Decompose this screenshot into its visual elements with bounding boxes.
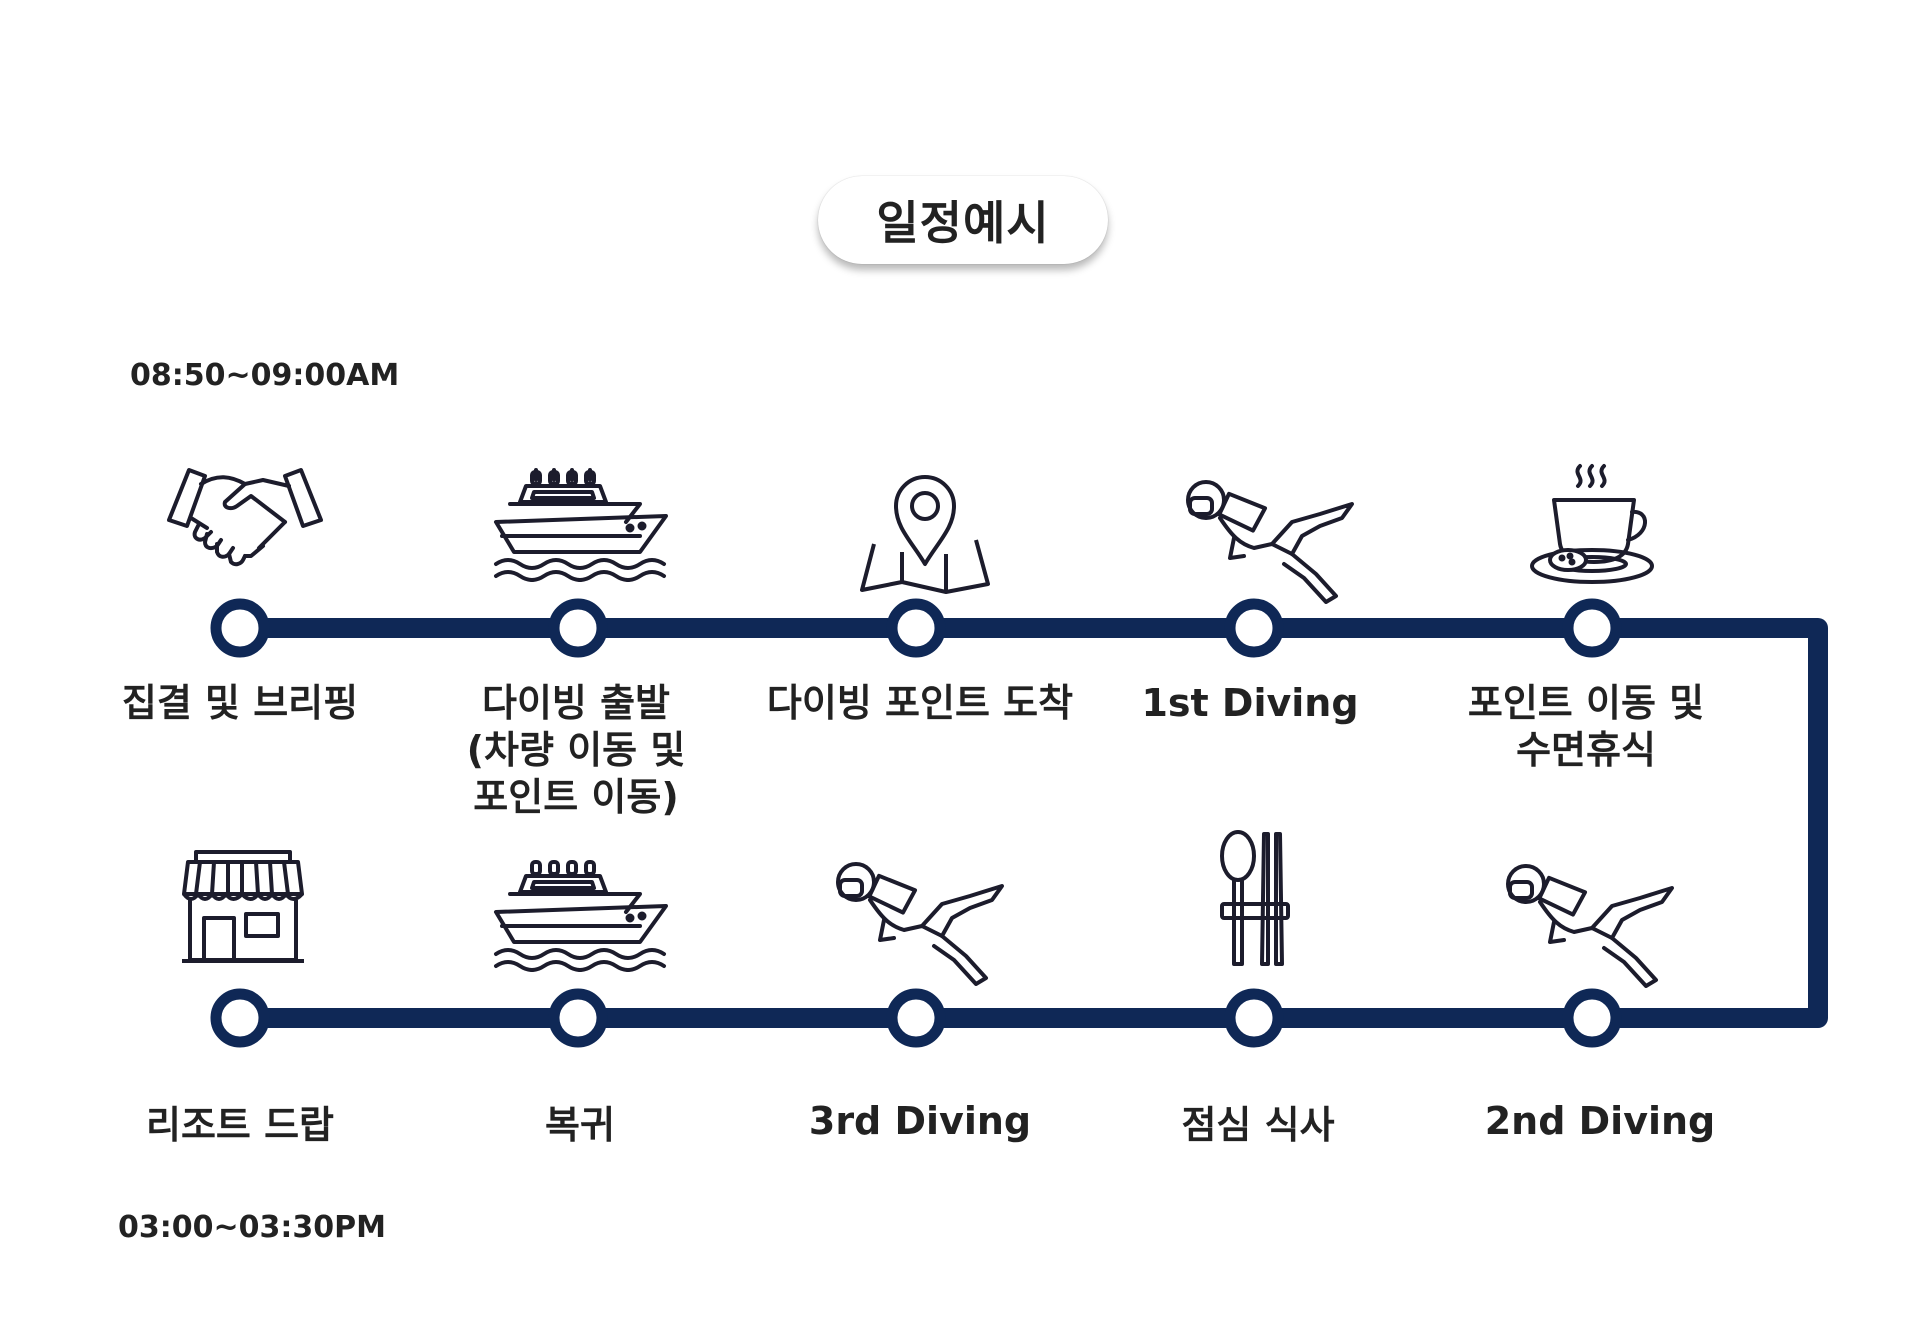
handshake-icon — [167, 468, 323, 567]
title-badge: 일정예시 — [818, 176, 1108, 264]
timeline-node-top-1 — [210, 598, 270, 658]
shop-icon — [182, 850, 304, 963]
end-time: 03:00~03:30PM — [118, 1210, 386, 1245]
timeline-node-bottom-1 — [210, 988, 270, 1048]
step-label-surface-rest: 포인트 이동 및 수면휴식 — [1467, 681, 1705, 772]
step-label-arrive-point: 다이빙 포인트 도착 — [766, 681, 1074, 725]
map-pin-icon — [860, 475, 990, 594]
boat-icon — [494, 468, 668, 582]
step-label-1st-diving: 1st Diving — [1141, 681, 1359, 725]
scuba-diver-icon — [1506, 864, 1674, 988]
step-label-gather-briefing: 집결 및 브리핑 — [121, 681, 359, 725]
timeline-node-bottom-5 — [1562, 988, 1622, 1048]
step-label-dive-departure: 다이빙 출발 (차량 이동 및 포인트 이동) — [466, 681, 686, 819]
step-label-3rd-diving: 3rd Diving — [808, 1099, 1032, 1143]
spoon-chopsticks-icon — [1220, 830, 1290, 966]
timeline-node-top-2 — [548, 598, 608, 658]
step-label-lunch: 점심 식사 — [1181, 1103, 1335, 1147]
timeline-node-top-4 — [1224, 598, 1284, 658]
step-label-2nd-diving: 2nd Diving — [1484, 1099, 1716, 1143]
boat-icon — [494, 860, 668, 972]
timeline-node-bottom-3 — [886, 988, 946, 1048]
step-label-resort-drop: 리조트 드랍 — [145, 1103, 335, 1147]
coffee-cup-icon — [1530, 464, 1654, 584]
timeline-node-bottom-4 — [1224, 988, 1284, 1048]
scuba-diver-icon — [1186, 480, 1354, 604]
scuba-diver-icon — [836, 862, 1004, 986]
timeline-node-bottom-2 — [548, 988, 608, 1048]
step-label-return: 복귀 — [545, 1103, 615, 1147]
timeline-node-top-3 — [886, 598, 946, 658]
timeline-node-top-5 — [1562, 598, 1622, 658]
start-time: 08:50~09:00AM — [130, 358, 400, 393]
page-title: 일정예시 — [876, 196, 1050, 250]
